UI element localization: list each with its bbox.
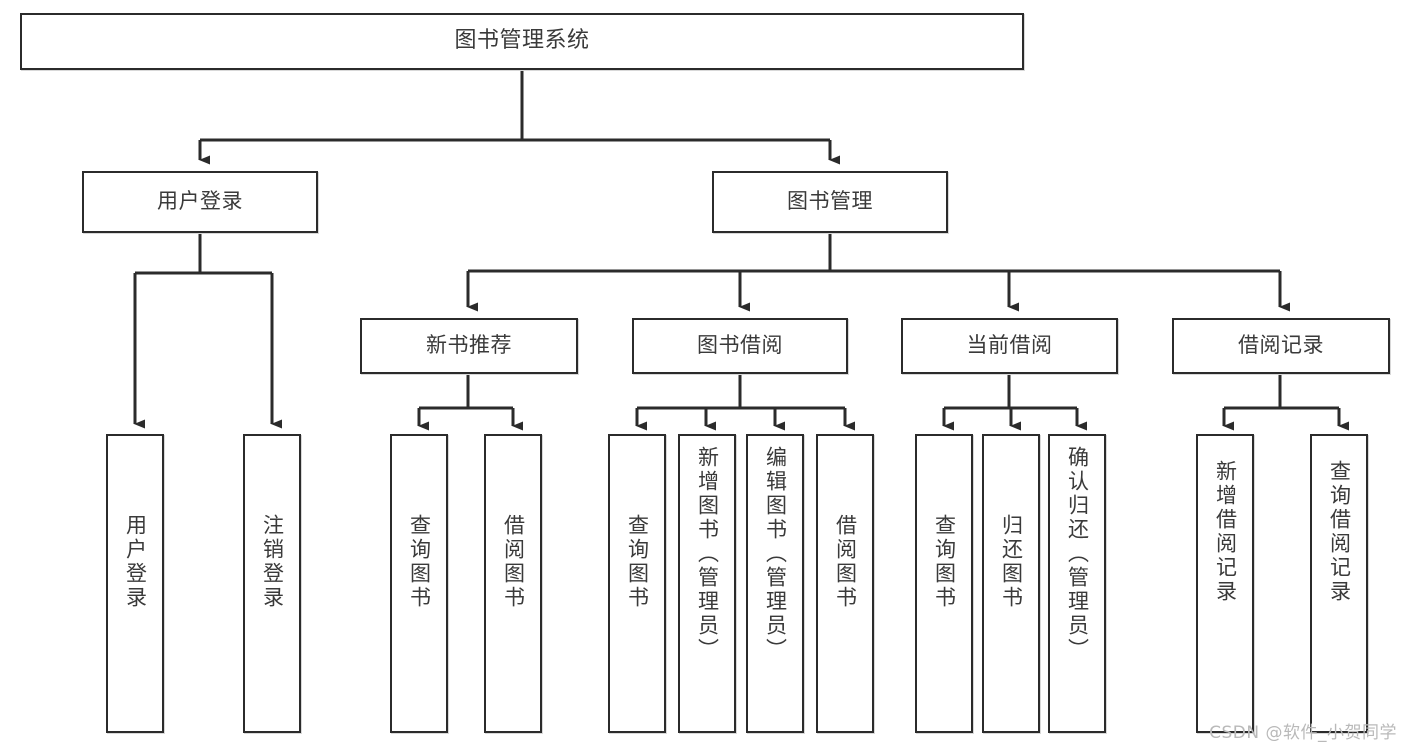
leaf-book-borrow-add-book-label: 新增图书（管理员） [695, 446, 720, 662]
leaf-user-login-logout[interactable]: 注销登录 [243, 434, 301, 733]
leaf-new-book-borrow-book[interactable]: 借阅图书 [484, 434, 542, 733]
leaf-book-borrow-edit-book-label: 编辑图书（管理员） [763, 446, 788, 662]
node-book-borrow-label: 图书借阅 [697, 333, 783, 358]
leaf-borrow-record-add-record[interactable]: 新增借阅记录 [1196, 434, 1254, 733]
leaf-current-borrow-query-book-label: 查询图书 [932, 514, 957, 610]
leaf-user-login-login[interactable]: 用户登录 [106, 434, 164, 733]
leaf-current-borrow-query-book[interactable]: 查询图书 [915, 434, 973, 733]
leaf-book-borrow-edit-book[interactable]: 编辑图书（管理员） [746, 434, 804, 733]
csdn-watermark: CSDN @软件_小贺同学 [1209, 723, 1397, 743]
node-current-borrow-label: 当前借阅 [966, 333, 1053, 358]
leaf-new-book-query-book-label: 查询图书 [407, 514, 432, 610]
leaf-book-borrow-query-book[interactable]: 查询图书 [608, 434, 666, 733]
node-root-system[interactable]: 图书管理系统 [20, 13, 1024, 70]
leaf-book-borrow-query-book-label: 查询图书 [625, 514, 650, 610]
leaf-new-book-borrow-book-label: 借阅图书 [501, 514, 526, 610]
leaf-book-borrow-borrow-book-label: 借阅图书 [833, 514, 858, 610]
node-book-borrow[interactable]: 图书借阅 [632, 318, 848, 374]
node-new-book-recommend-label: 新书推荐 [426, 333, 512, 358]
node-user-login[interactable]: 用户登录 [82, 171, 318, 233]
node-borrow-record-label: 借阅记录 [1238, 333, 1324, 358]
leaf-borrow-record-query-record[interactable]: 查询借阅记录 [1310, 434, 1368, 733]
leaf-book-borrow-add-book[interactable]: 新增图书（管理员） [678, 434, 736, 733]
node-book-manage[interactable]: 图书管理 [712, 171, 948, 233]
node-borrow-record[interactable]: 借阅记录 [1172, 318, 1390, 374]
leaf-book-borrow-borrow-book[interactable]: 借阅图书 [816, 434, 874, 733]
leaf-user-login-login-label: 用户登录 [123, 514, 148, 610]
node-user-login-label: 用户登录 [157, 189, 243, 214]
leaf-user-login-logout-label: 注销登录 [260, 514, 285, 610]
node-root-system-label: 图书管理系统 [454, 28, 590, 54]
leaf-current-borrow-return-book-label: 归还图书 [999, 514, 1024, 610]
node-new-book-recommend[interactable]: 新书推荐 [360, 318, 578, 374]
leaf-current-borrow-confirm-return-label: 确认归还（管理员） [1065, 446, 1090, 662]
leaf-current-borrow-confirm-return[interactable]: 确认归还（管理员） [1048, 434, 1106, 733]
leaf-current-borrow-return-book[interactable]: 归还图书 [982, 434, 1040, 733]
leaf-borrow-record-add-record-label: 新增借阅记录 [1213, 460, 1238, 604]
node-current-borrow[interactable]: 当前借阅 [901, 318, 1118, 374]
leaf-new-book-query-book[interactable]: 查询图书 [390, 434, 448, 733]
node-book-manage-label: 图书管理 [787, 189, 873, 214]
leaf-borrow-record-query-record-label: 查询借阅记录 [1327, 460, 1352, 604]
